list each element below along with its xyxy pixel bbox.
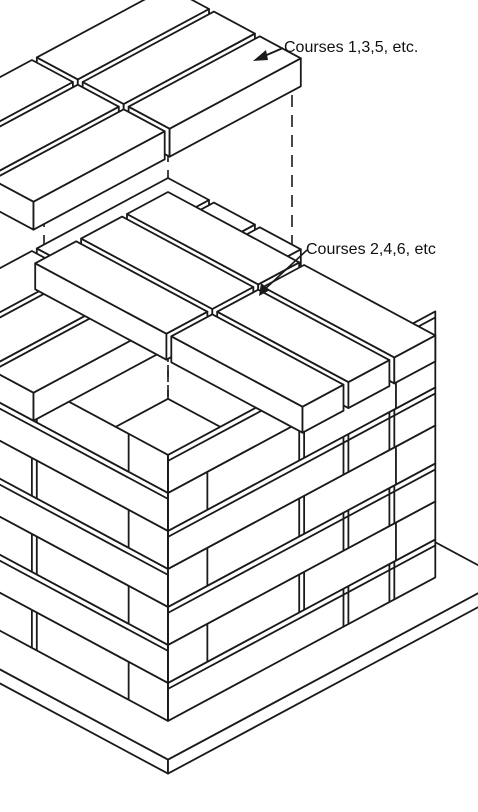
brick-top-face [0, 108, 166, 203]
brick-top-face [126, 191, 301, 286]
brick-joint [0, 559, 169, 652]
brick-joint [0, 407, 169, 500]
odd-course-brick-6 [0, 108, 166, 231]
even-course-brick-6 [170, 313, 345, 434]
brick-top-face [170, 313, 345, 408]
tower-course-2 [0, 500, 437, 684]
even-courses-layer [34, 191, 437, 434]
brick-joint [167, 392, 436, 538]
brick-top-face [80, 215, 255, 310]
tower-course-4 [0, 424, 437, 608]
brick-top-face [0, 83, 120, 172]
brick-joint [0, 483, 169, 576]
label-arrow-even [259, 249, 308, 296]
brick-top-face [35, 0, 210, 81]
odd-courses-label: Courses 1,3,5, etc. [284, 39, 418, 56]
label-arrow-odd [253, 47, 284, 61]
brick-joint [167, 468, 436, 614]
brick-top-face [262, 264, 437, 359]
even-courses-label: Courses 2,4,6, etc [306, 241, 436, 258]
brick-top-face [216, 288, 391, 384]
brick-top-face [34, 240, 209, 335]
odd-courses-layer [0, 0, 302, 231]
brick-top-face [0, 59, 74, 123]
tower-course-3 [0, 462, 437, 646]
brick-top-face [81, 10, 256, 105]
brick-joint [167, 544, 436, 690]
tower-course-1 [0, 538, 437, 722]
